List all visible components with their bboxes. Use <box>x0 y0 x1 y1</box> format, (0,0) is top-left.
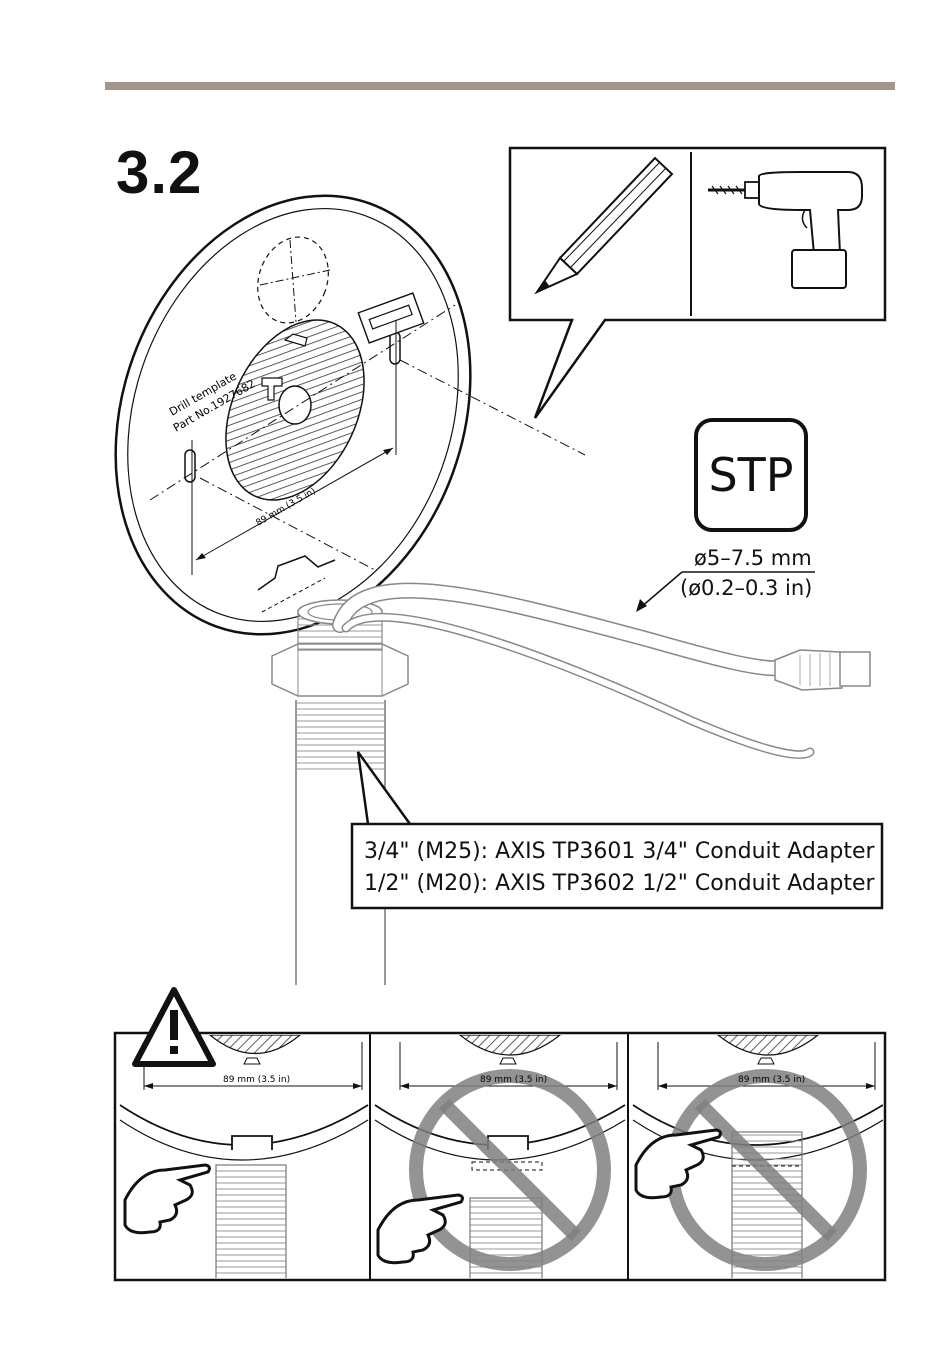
warning-icon <box>135 990 213 1064</box>
adapter-line-m20: 1/2" (M20): AXIS TP3602 1/2" Conduit Ada… <box>364 871 875 896</box>
network-cable <box>340 591 870 755</box>
stp-badge: STP <box>696 420 806 530</box>
cable-diameter-in: (ø0.2–0.3 in) <box>680 576 812 600</box>
header-bar <box>105 82 895 90</box>
panel3-dimension-label: 89 mm (3.5 in) <box>738 1075 805 1085</box>
panel1-dimension-label: 89 mm (3.5 in) <box>223 1075 290 1085</box>
adapter-callout: 3/4" (M25): AXIS TP3601 3/4" Conduit Ada… <box>352 824 882 908</box>
panel2-dimension-label: 89 mm (3.5 in) <box>480 1075 547 1085</box>
warning-panels: 89 mm (3.5 in) <box>115 1033 885 1280</box>
step-number: 3.2 <box>116 138 202 207</box>
tools-callout <box>510 148 885 418</box>
cable-diameter-mm: ø5–7.5 mm <box>694 546 812 570</box>
adapter-line-m25: 3/4" (M25): AXIS TP3601 3/4" Conduit Ada… <box>364 839 875 864</box>
